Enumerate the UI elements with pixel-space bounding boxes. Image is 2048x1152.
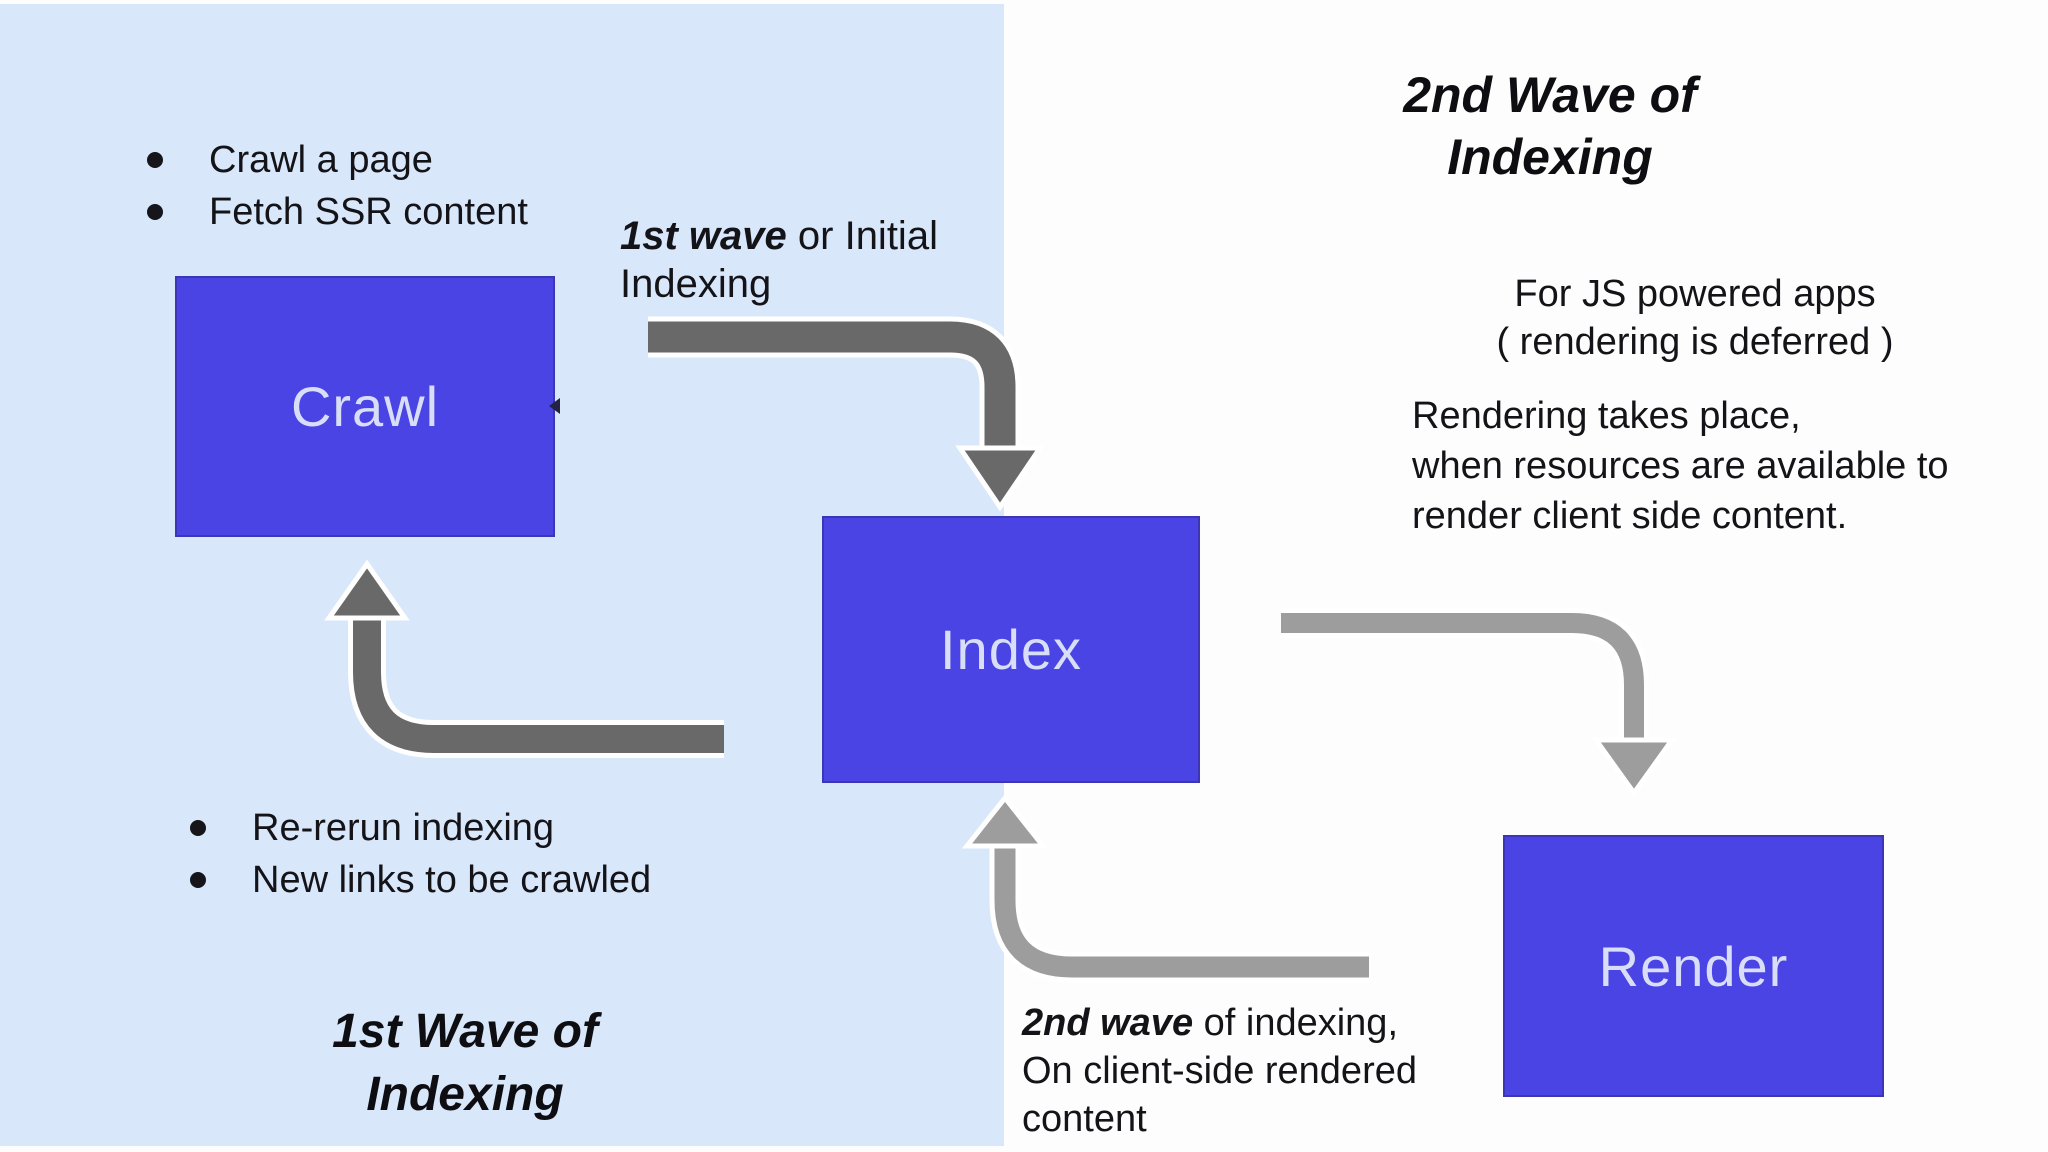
label-line: content	[1022, 1098, 1147, 1140]
arrow-halo	[1281, 608, 1649, 742]
arrow-head-down-icon	[955, 445, 1045, 512]
list-item-text: New links to be crawled	[252, 858, 652, 901]
note-line: ( rendering is deferred )	[1496, 321, 1894, 363]
first-wave-arrow-label: 1st wave or Initial Indexing	[620, 212, 938, 308]
label-rest-part: of indexing,	[1193, 1002, 1398, 1044]
bullet-dot-icon	[190, 820, 206, 836]
list-item: Re-rerun indexing	[178, 802, 651, 854]
arrow-halo	[348, 618, 724, 758]
node-crawl: Crawl	[175, 276, 555, 537]
list-item: Fetch SSR content	[135, 186, 528, 238]
arrow-halo	[648, 316, 1021, 452]
node-index: Index	[822, 516, 1200, 783]
reindex-steps-list: Re-rerun indexing New links to be crawle…	[178, 802, 651, 906]
second-wave-arrow-label: 2nd wave of indexing, On client-side ren…	[1022, 999, 1417, 1143]
label-rest-part: or Initial	[786, 214, 938, 258]
node-index-label: Index	[940, 618, 1082, 681]
list-item: New links to be crawled	[178, 854, 651, 906]
arrow-head-up-icon	[961, 793, 1049, 849]
cursor-artifact	[549, 398, 560, 414]
list-item-text: Fetch SSR content	[209, 190, 528, 233]
bullet-dot-icon	[147, 152, 163, 168]
title-line: 1st Wave of	[332, 1005, 598, 1058]
arrow-shaft	[353, 618, 724, 753]
second-wave-title: 2nd Wave of Indexing	[1380, 64, 1720, 188]
label-bold-part: 1st wave	[620, 214, 787, 258]
list-item-text: Re-rerun indexing	[252, 806, 555, 849]
arrow-index-to-render	[1281, 608, 1677, 798]
first-wave-title: 1st Wave of Indexing	[280, 1000, 650, 1126]
label-line: 2nd wave of indexing,	[1022, 999, 1417, 1047]
note-line: For JS powered apps	[1514, 273, 1876, 315]
label-line: 1st wave or Initial	[620, 212, 938, 260]
node-render-label: Render	[1598, 934, 1789, 998]
list-item-text: Crawl a page	[209, 138, 433, 181]
arrow-head-up-icon	[324, 559, 410, 621]
label-bold-part: 2nd wave	[1022, 1002, 1194, 1044]
arrow-shaft	[1281, 613, 1644, 742]
arrow-head-down-icon	[1591, 737, 1677, 798]
title-line: Indexing	[1447, 129, 1653, 185]
arrow-shaft	[648, 321, 1016, 452]
title-line: 2nd Wave of	[1403, 67, 1697, 123]
title-line: Indexing	[366, 1068, 564, 1121]
list-item: Crawl a page	[135, 134, 528, 186]
arrow-crawl-to-index	[648, 316, 1045, 512]
node-render: Render	[1503, 835, 1884, 1097]
label-line: Indexing	[620, 262, 772, 306]
render-timing-note: Rendering takes place, when resources ar…	[1412, 395, 1949, 537]
bullet-dot-icon	[190, 872, 206, 888]
arrow-shaft	[994, 848, 1369, 978]
arrow-halo	[989, 848, 1369, 983]
js-apps-note: For JS powered apps ( rendering is defer…	[1455, 270, 1935, 366]
crawl-steps-list: Crawl a page Fetch SSR content	[135, 134, 528, 238]
arrow-render-to-index	[961, 793, 1369, 983]
node-crawl-label: Crawl	[290, 375, 440, 438]
bullet-dot-icon	[147, 204, 163, 220]
arrow-index-to-crawl	[324, 559, 724, 758]
label-line: On client-side rendered	[1022, 1050, 1417, 1092]
